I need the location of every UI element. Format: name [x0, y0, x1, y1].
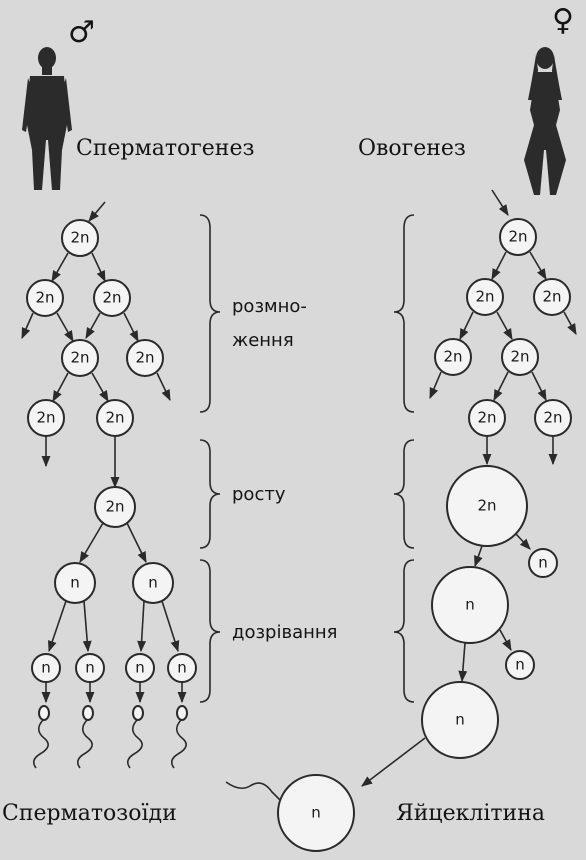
- secondary-oocyte-cell: [431, 566, 509, 644]
- diploid-cell: [499, 218, 537, 256]
- stage-label-growth: росту: [232, 484, 286, 505]
- stage-label-reproduction: розмно-: [232, 296, 307, 317]
- cell-label: 2n: [443, 348, 462, 366]
- cell-label: 2n: [477, 409, 496, 427]
- cell-label: 2n: [135, 349, 154, 367]
- oogenesis-title: Овогенез: [358, 136, 466, 161]
- stage-label-reproduction-cont: ження: [232, 330, 294, 351]
- cell-label: n: [311, 804, 321, 822]
- cell-label: 2n: [70, 229, 89, 247]
- sperm-cell-icon: [76, 705, 94, 769]
- spermatogenesis-title: Сперматогенез: [76, 136, 254, 161]
- spermatogenesis-lineage: 2n 2n 2n 2n 2n 2n 2n 2n n n: [21, 201, 197, 769]
- cell-label: n: [148, 574, 158, 592]
- egg-cell: [277, 774, 355, 852]
- fertilization-group: n: [225, 774, 355, 852]
- cell-label: 2n: [105, 409, 124, 427]
- cell-label: 2n: [36, 409, 55, 427]
- diploid-cell: [126, 339, 164, 377]
- cell-label: 2n: [35, 289, 54, 307]
- cell-label: 2n: [542, 288, 561, 306]
- diploid-cell: [434, 338, 472, 376]
- cell-label: 2n: [508, 228, 527, 246]
- primary-oocyte-cell: [446, 465, 528, 547]
- sperm-cell-icon: [170, 705, 188, 769]
- polar-body-cell: [528, 548, 558, 578]
- cell-label: n: [177, 659, 187, 677]
- sperm-cell-icon: [32, 705, 50, 769]
- cell-label: n: [41, 659, 51, 677]
- diploid-cell: [501, 338, 539, 376]
- cell-label: n: [455, 711, 465, 729]
- cell-label: n: [135, 659, 145, 677]
- cell-label: 2n: [102, 289, 121, 307]
- sperm-result-title: Сперматозоїди: [2, 801, 177, 826]
- ootid-cell: [421, 681, 499, 759]
- oogenesis-lineage: 2n 2n 2n 2n 2n 2n 2n 2n n n n: [361, 189, 577, 787]
- diploid-cell: [26, 279, 64, 317]
- diploid-cell: [93, 279, 131, 317]
- diploid-cell: [533, 278, 571, 316]
- sperm-tail: [225, 781, 287, 807]
- cell-label: 2n: [477, 497, 496, 515]
- stage-braces: [199, 214, 415, 703]
- female-symbol-icon: ♀: [552, 3, 574, 38]
- cell-label: n: [85, 659, 95, 677]
- cell-label: 2n: [105, 498, 124, 516]
- diploid-cell: [61, 219, 99, 257]
- diploid-cell: [61, 339, 99, 377]
- cell-label: 2n: [543, 409, 562, 427]
- cell-label: 2n: [475, 288, 494, 306]
- sperm-cell-icon: [126, 705, 144, 769]
- diploid-cell: [94, 486, 136, 528]
- male-symbol-icon: ♂: [68, 15, 95, 50]
- haploid-cell: [54, 562, 96, 604]
- cell-label: n: [538, 554, 548, 572]
- egg-result-title: Яйцеклітина: [396, 801, 545, 826]
- polar-body-cell: [505, 650, 535, 680]
- cell-label: 2n: [510, 348, 529, 366]
- male-silhouette-icon: [22, 47, 72, 190]
- stage-label-maturation: дозрівання: [232, 622, 337, 643]
- cell-label: 2n: [70, 349, 89, 367]
- cell-label: n: [515, 656, 525, 674]
- female-silhouette-icon: [524, 47, 566, 195]
- diploid-cell: [466, 278, 504, 316]
- cell-label: n: [70, 574, 80, 592]
- cell-label: n: [465, 596, 475, 614]
- haploid-cell: [132, 562, 174, 604]
